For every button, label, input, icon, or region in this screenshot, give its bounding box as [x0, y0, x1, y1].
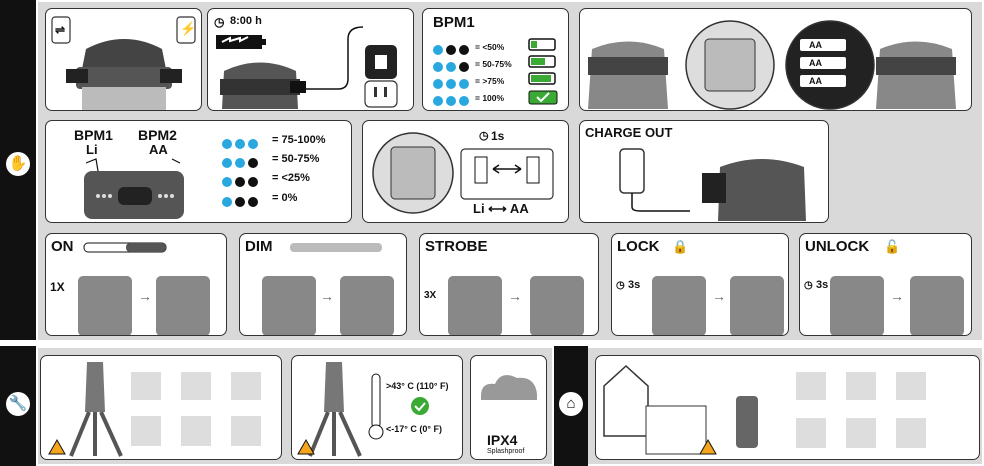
level-row-2 — [222, 154, 261, 172]
aa-label-1: AA — [809, 40, 822, 50]
lightning-icon: ⚡ — [180, 21, 197, 36]
level-row-4 — [222, 193, 261, 211]
level-row-1 — [222, 135, 261, 153]
temp-high: >43° C (110° F) — [386, 381, 449, 391]
lock-icon: 🔒 — [672, 239, 689, 254]
sidebar-storage: ⌂ — [554, 346, 588, 466]
panel-charge-ports: ⇌ ⚡ — [45, 8, 202, 111]
temperature-illustration — [297, 362, 429, 457]
swap-caption: Li ⟷ AA — [473, 201, 529, 216]
bpm1-row-4 — [433, 92, 472, 110]
panel-ipx: IPX4 Splashproof — [470, 355, 547, 460]
bpm1-title: BPM1 — [433, 14, 475, 31]
level-text-4: = 0% — [272, 192, 298, 204]
mode-strobe-label: STROBE — [425, 238, 488, 255]
arrow-icon: → — [320, 288, 334, 304]
bpm1-level-1: = <50% — [475, 42, 505, 52]
mode-strobe-count: 3X — [424, 290, 437, 301]
panel-battery-levels: BPM1 Li BPM2 AA = 75-100% = 50-75% = <25… — [45, 120, 352, 223]
mode-dim-label: DIM — [245, 238, 273, 255]
panel-storage — [595, 355, 980, 460]
panel-mode-dim: DIM → — [239, 233, 407, 336]
charge-out-label: CHARGE OUT — [585, 125, 673, 140]
wrench-icon: 🔧 — [6, 392, 30, 416]
panel-mode-unlock: UNLOCK 🔓 ◷ 3s → — [799, 233, 972, 336]
charge-time: 8:00 h — [230, 15, 262, 27]
aa-label-2: AA — [809, 58, 822, 68]
arrow-icon: → — [508, 288, 522, 304]
level-text-2: = 50-75% — [272, 153, 320, 165]
bpm1-level-2: = 50-75% — [475, 59, 512, 69]
usb-icon: ⇌ — [55, 23, 66, 37]
charge-out-illustration — [619, 148, 806, 221]
mode-on-label: ON — [51, 238, 74, 255]
arrow-icon: → — [890, 288, 904, 304]
lantern-ports-illustration — [51, 16, 196, 110]
mode-lock-count: 3s — [628, 279, 641, 291]
level-text-1: = 75-100% — [272, 134, 326, 146]
mode-lock-illustration — [652, 276, 784, 335]
panel-mode-strobe: STROBE 3X → — [419, 233, 599, 336]
unlock-clock-icon: ◷ — [804, 280, 813, 291]
storage-illustration — [603, 364, 926, 455]
swap-time: 1s — [491, 129, 505, 143]
unlock-icon: 🔓 — [884, 239, 901, 254]
ipx-rating: IPX4 — [487, 432, 518, 448]
battery-swap-illustration — [372, 132, 554, 214]
bpm1-level-4: = 100% — [475, 93, 505, 103]
battery-compartment-illustration — [588, 20, 956, 110]
home-icon: ⌂ — [559, 392, 583, 416]
bpm2-label: BPM2 — [138, 127, 177, 143]
clock-icon: ◷ — [214, 15, 225, 29]
bpm1-row-2 — [433, 58, 472, 76]
rain-cloud-icon — [481, 375, 537, 400]
mode-unlock-count: 3s — [816, 279, 829, 291]
lock-clock-icon: ◷ — [616, 280, 625, 291]
bpm1-battery-icons — [528, 38, 558, 105]
temp-low: <-17° C (0° F) — [386, 424, 442, 434]
lantern-front-illustration — [84, 158, 184, 219]
bpm1-sub: Li — [86, 142, 98, 157]
panel-bpm1-levels: BPM1 = <50% = 50-75% = >75% = 100% — [422, 8, 569, 111]
arrow-icon: → — [138, 288, 152, 304]
panel-mode-lock: LOCK 🔒 ◷ 3s → — [611, 233, 789, 336]
mode-strobe-illustration — [448, 276, 584, 335]
mode-dim-illustration — [262, 243, 394, 335]
panel-temperature: >43° C (110° F) <-17° C (0° F) — [291, 355, 463, 460]
mode-unlock-illustration — [830, 276, 964, 335]
sidebar-usage: ✋ — [0, 0, 36, 340]
bpm1-row-1 — [433, 41, 472, 59]
bpm2-sub: AA — [149, 142, 168, 157]
swap-clock-icon: ◷ — [479, 130, 489, 142]
hand-icon: ✋ — [6, 152, 30, 176]
panel-battery-compartment: AA AA AA — [579, 8, 972, 111]
panel-charge-out: CHARGE OUT — [579, 120, 829, 223]
mode-on-illustration — [78, 242, 210, 335]
bpm1-row-3 — [433, 75, 472, 93]
mode-unlock-label: UNLOCK — [805, 238, 870, 255]
level-text-3: = <25% — [272, 172, 310, 184]
level-row-3 — [222, 173, 261, 191]
prohibited-illustration — [48, 362, 261, 457]
ipx-sub: Splashproof — [487, 448, 525, 455]
bpm1-level-3: = >75% — [475, 76, 505, 86]
mode-on-count: 1X — [50, 280, 65, 294]
sidebar-care: 🔧 — [0, 346, 36, 466]
bpm1-label: BPM1 — [74, 127, 113, 143]
charging-illustration — [216, 26, 398, 109]
panel-mode-on: ON 1X → — [45, 233, 227, 336]
aa-label-3: AA — [809, 76, 822, 86]
panel-battery-swap: ◷ 1s Li ⟷ AA — [362, 120, 569, 223]
panel-charging-time: ◷ 8:00 h — [207, 8, 414, 111]
panel-prohibited-items — [40, 355, 282, 460]
arrow-icon: → — [712, 288, 726, 304]
mode-lock-label: LOCK — [617, 238, 660, 255]
